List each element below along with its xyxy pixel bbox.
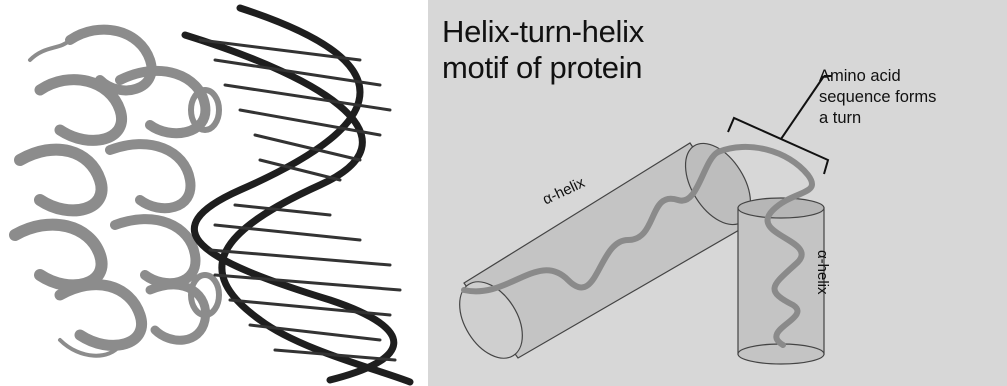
- turn-label-line-3: a turn: [819, 108, 936, 129]
- helix-turn-helix-diagram: Helix-turn-helix motif of protein Amino …: [428, 0, 1007, 386]
- protein-ribbons: [15, 30, 219, 356]
- turn-label-line-1: Amino acid: [819, 66, 936, 87]
- title-line-1: Helix-turn-helix: [442, 14, 644, 50]
- turn-label-line-2: sequence forms: [819, 87, 936, 108]
- dna-double-helix: [185, 8, 410, 382]
- turn-annotation: Amino acid sequence forms a turn: [819, 66, 936, 129]
- alpha-helix-label-2: α-helix: [814, 250, 831, 295]
- title-line-2: motif of protein: [442, 50, 644, 86]
- turn-bracket: [728, 76, 832, 174]
- diagram-title: Helix-turn-helix motif of protein: [442, 14, 644, 86]
- protein-dna-ribbon-model: [0, 0, 428, 386]
- protein-dna-complex-image: [0, 0, 428, 386]
- alpha-helix-cylinder-1: [447, 132, 764, 369]
